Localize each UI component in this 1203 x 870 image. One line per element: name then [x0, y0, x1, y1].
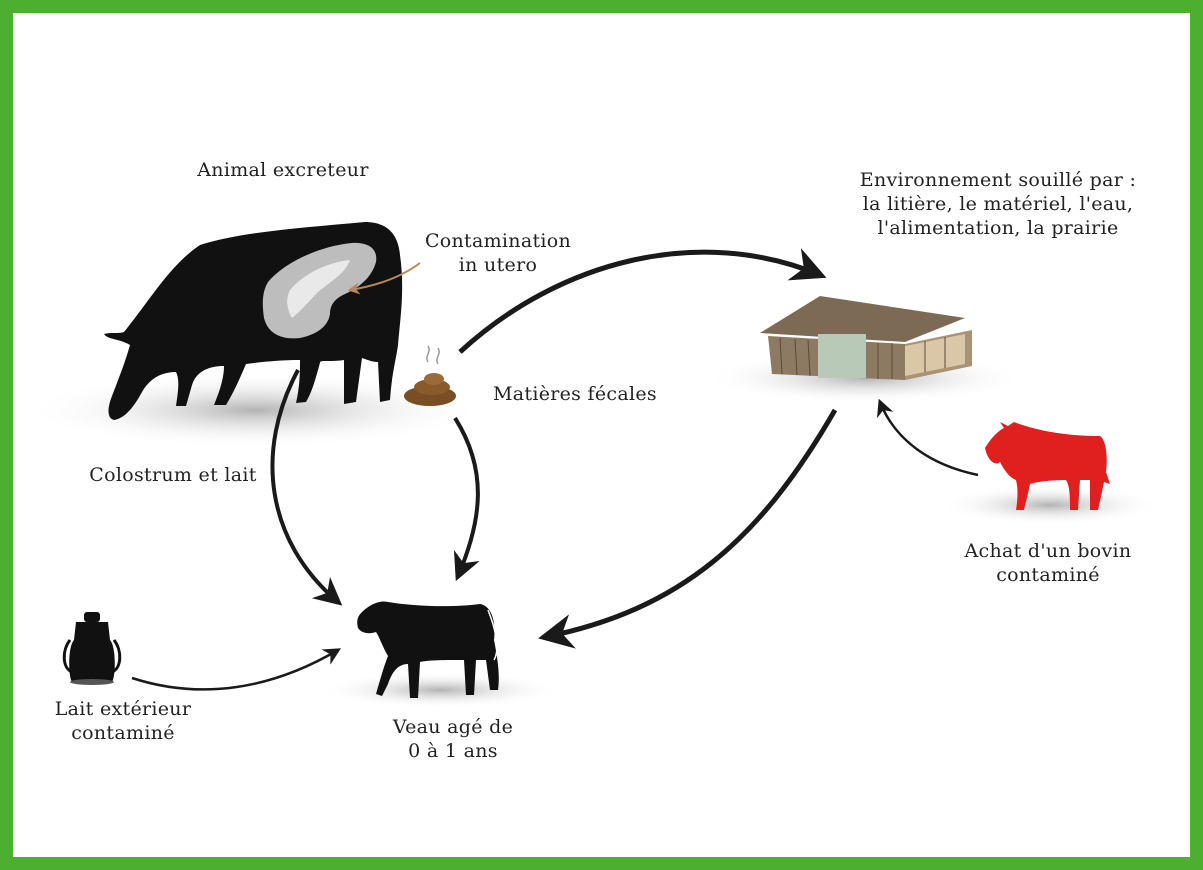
label-contamination-in-utero: Contamination in utero	[424, 230, 572, 276]
excreting-cow-silhouette	[104, 222, 403, 420]
label-animal-excreteur: Animal excreteur	[197, 159, 369, 181]
barn-illustration	[760, 296, 972, 380]
arrow-in-utero	[347, 262, 421, 295]
label-lait-exterieur: Lait extérieur contaminé	[54, 698, 192, 744]
label-colostrum-et-lait: Colostrum et lait	[89, 464, 257, 486]
arrow-colostrum-to-calf	[270, 369, 343, 606]
milk-can-icon	[62, 612, 122, 685]
arrow-purchase-to-environment	[877, 398, 979, 477]
arrow-feces-to-environment	[458, 248, 827, 354]
calf-shadow	[320, 672, 560, 708]
arrow-environment-to-calf	[538, 408, 838, 649]
arrow-milk-to-calf	[131, 648, 342, 691]
label-matieres-fecales: Matières fécales	[493, 383, 657, 405]
diagram-artwork	[25, 222, 1160, 708]
label-environnement: Environnement souillé par : la litière, …	[859, 169, 1137, 239]
arrow-feces-to-calf	[453, 416, 480, 582]
label-achat-bovin: Achat d'un bovin contaminé	[964, 540, 1132, 586]
red-cow-shadow	[940, 485, 1160, 525]
contaminated-cow-silhouette	[985, 422, 1110, 510]
calf-silhouette	[357, 601, 499, 698]
label-veau: Veau agé de 0 à 1 ans	[392, 716, 514, 762]
feces-icon	[404, 345, 456, 406]
